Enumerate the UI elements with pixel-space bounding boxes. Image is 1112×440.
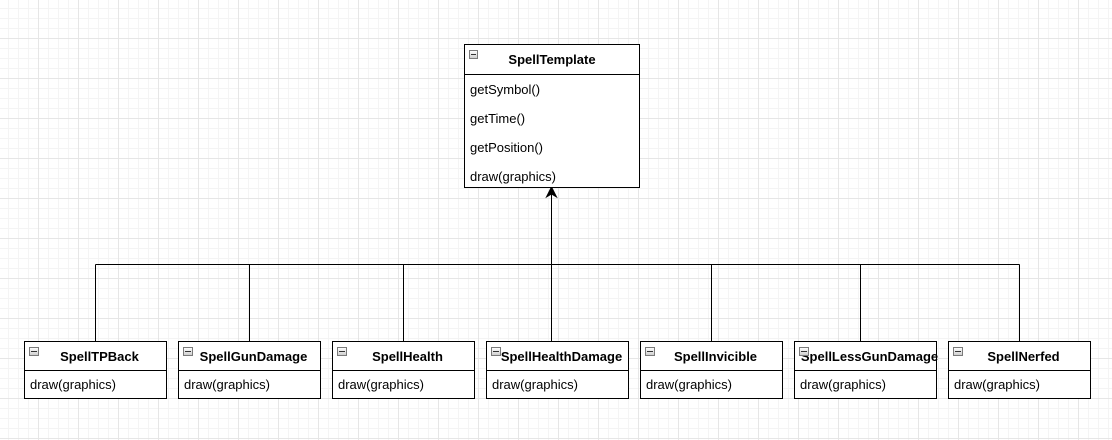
class-spell-gun-damage[interactable]: SpellGunDamage draw(graphics)	[178, 341, 321, 399]
class-spell-health-damage[interactable]: SpellHealthDamage draw(graphics)	[486, 341, 629, 399]
class-spell-tp-back[interactable]: SpellTPBack draw(graphics)	[24, 341, 167, 399]
class-header[interactable]: SpellTPBack	[25, 342, 166, 371]
method-item[interactable]: getTime()	[470, 111, 526, 126]
class-spell-less-gun-damage[interactable]: SpellLessGunDamage draw(graphics)	[794, 341, 939, 399]
method-item[interactable]: draw(graphics)	[800, 377, 886, 392]
collapse-icon[interactable]	[491, 347, 501, 356]
class-spell-health[interactable]: SpellHealth draw(graphics)	[332, 341, 475, 399]
collapse-icon[interactable]	[645, 347, 655, 356]
class-header[interactable]: SpellHealth	[333, 342, 474, 371]
class-name: SpellNerfed	[987, 348, 1060, 364]
class-name: SpellLessGunDamage	[800, 348, 939, 364]
class-header[interactable]: SpellNerfed	[949, 342, 1090, 371]
collapse-icon[interactable]	[799, 347, 809, 356]
method-item[interactable]: draw(graphics)	[184, 377, 270, 392]
class-name: SpellInvicible	[673, 348, 758, 364]
class-name: SpellHealth	[372, 348, 443, 364]
method-item[interactable]: draw(graphics)	[470, 169, 556, 184]
method-list: draw(graphics)	[25, 371, 166, 399]
method-list: draw(graphics)	[487, 371, 628, 399]
method-list: draw(graphics)	[333, 371, 474, 399]
class-name: SpellTemplate	[508, 52, 596, 67]
method-list: draw(graphics)	[641, 371, 782, 399]
collapse-icon[interactable]	[337, 347, 347, 356]
class-header[interactable]: SpellTemplate	[465, 45, 639, 75]
method-item[interactable]: draw(graphics)	[338, 377, 424, 392]
method-item[interactable]: getPosition()	[470, 140, 543, 155]
class-name: SpellHealthDamage	[500, 348, 623, 364]
class-name: SpellTPBack	[60, 348, 139, 364]
collapse-icon[interactable]	[29, 347, 39, 356]
method-item[interactable]: draw(graphics)	[30, 377, 116, 392]
collapse-icon[interactable]	[183, 347, 193, 356]
method-list: getSymbol() getTime() getPosition() draw…	[465, 75, 639, 191]
method-list: draw(graphics)	[949, 371, 1090, 399]
class-name: SpellGunDamage	[199, 348, 308, 364]
class-spell-nerfed[interactable]: SpellNerfed draw(graphics)	[948, 341, 1091, 399]
class-header[interactable]: SpellHealthDamage	[487, 342, 628, 371]
class-header[interactable]: SpellInvicible	[641, 342, 782, 371]
inheritance-arrowhead	[545, 185, 558, 199]
method-list: draw(graphics)	[179, 371, 320, 399]
method-item[interactable]: getSymbol()	[470, 82, 541, 97]
method-item[interactable]: draw(graphics)	[646, 377, 732, 392]
class-spell-invicible[interactable]: SpellInvicible draw(graphics)	[640, 341, 783, 399]
class-header[interactable]: SpellLessGunDamage	[795, 342, 939, 371]
collapse-icon[interactable]	[953, 347, 963, 356]
collapse-icon[interactable]	[469, 50, 478, 59]
class-header[interactable]: SpellGunDamage	[179, 342, 320, 371]
method-item[interactable]: draw(graphics)	[954, 377, 1040, 392]
method-item[interactable]: draw(graphics)	[492, 377, 578, 392]
method-list: draw(graphics)	[795, 371, 936, 399]
class-spell-template[interactable]: SpellTemplate getSymbol() getTime() getP…	[464, 44, 640, 188]
